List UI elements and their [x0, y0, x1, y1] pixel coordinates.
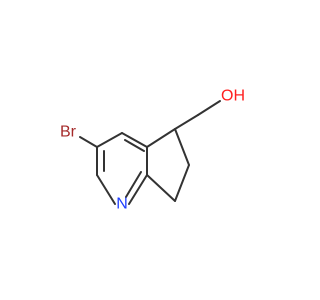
bond-c3-c4: [96, 132, 123, 148]
nitrogen-label: N: [116, 196, 128, 213]
bromine-label: Br: [60, 124, 77, 141]
bond-c7a-n: [128, 174, 148, 205]
bond-c7a-n-inner: [125, 171, 142, 198]
bond-c6-c7: [174, 164, 190, 202]
molecule-structure: Br N OH: [60, 88, 245, 213]
bond-ch2-o: [197, 100, 221, 116]
bond-c4-c4a-inner: [124, 139, 145, 152]
bond-c4a-c5: [146, 128, 176, 148]
bond-c5-c6: [174, 128, 190, 166]
bond-c5-ch2: [174, 114, 199, 130]
hydroxyl-label: OH: [221, 88, 245, 105]
bond-c4-c4a: [121, 132, 148, 148]
bond-c7-c7a: [146, 174, 176, 202]
bond-c3-br: [79, 136, 98, 148]
molecule-canvas: Br N OH: [60, 87, 245, 213]
bond-n-c2: [96, 174, 116, 205]
